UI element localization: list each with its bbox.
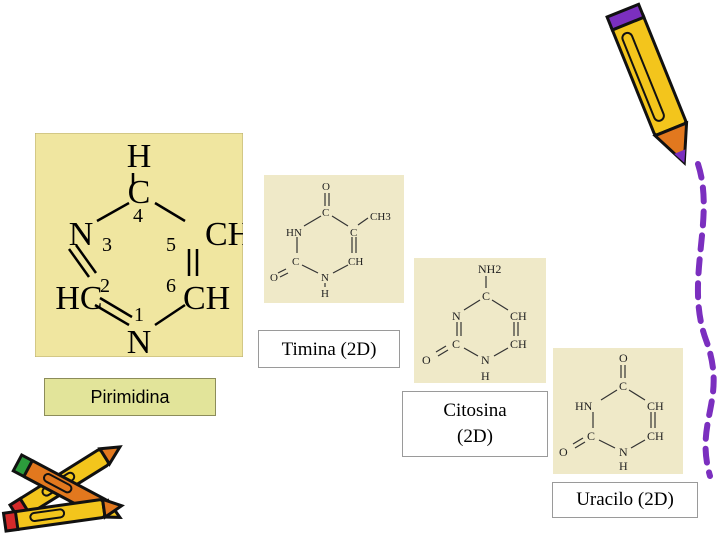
thymine-structure: O C CH3 HN C O C CH N H <box>264 175 404 303</box>
thymine-panel: O C CH3 HN C O C CH N H <box>264 175 404 303</box>
cytosine-structure: NH2 C N CH O C CH N H <box>414 258 546 383</box>
cyt-atom-o-left: O <box>422 353 431 367</box>
cyt-atom-c-top: C <box>482 289 490 303</box>
pyr-atom-ch-right-upper: CH <box>205 216 243 253</box>
dashed-trail-icon <box>694 161 717 479</box>
thy-atom-hn: HN <box>286 227 302 239</box>
uracil-label: Uracilo (2D) <box>552 482 698 518</box>
thy-atom-methyl: CH3 <box>370 211 391 223</box>
pyr-atom-n-left: N <box>69 216 94 253</box>
ura-atom-o-top: O <box>619 351 628 365</box>
pencils-cluster-icon <box>1 445 125 533</box>
cyt-atom-ch-upper: CH <box>510 309 527 323</box>
ura-atom-o-left: O <box>559 445 568 459</box>
ura-atom-c-left: C <box>587 429 595 443</box>
pyr-number-1: 1 <box>134 304 144 326</box>
cyt-atom-h-bottom: H <box>481 369 490 383</box>
thy-atom-o-left: O <box>270 272 278 284</box>
thy-atom-o-top: O <box>322 181 330 193</box>
uracil-structure: O C HN CH O C CH N H <box>553 348 683 474</box>
cytosine-panel: NH2 C N CH O C CH N H <box>414 258 546 383</box>
pyr-number-5: 5 <box>166 234 176 256</box>
thy-atom-c-right: C <box>350 227 357 239</box>
cytosine-label-line2: (2D) <box>457 426 493 447</box>
pyr-number-4: 4 <box>133 205 143 227</box>
pyr-atom-c-top: C <box>128 174 151 211</box>
thy-atom-h-bottom: H <box>321 288 329 300</box>
pyr-atom-ch-right-lower: CH <box>183 280 230 317</box>
thymine-label: Timina (2D) <box>258 330 400 368</box>
ura-atom-ch-lower: CH <box>647 429 664 443</box>
uracil-panel: O C HN CH O C CH N H <box>553 348 683 474</box>
ura-atom-h-bottom: H <box>619 459 628 473</box>
cyt-atom-nh2: NH2 <box>478 262 501 276</box>
pyrimidine-label: Pirimidina <box>44 378 216 416</box>
pyrimidine-panel: H C N CH HC CH N 1 2 3 4 5 6 <box>34 132 252 361</box>
pyr-number-2: 2 <box>100 275 110 297</box>
thy-atom-n-bottom: N <box>321 272 329 284</box>
pyrimidine-structure: H C N CH HC CH N 1 2 3 4 5 6 <box>34 132 252 361</box>
thy-atom-c-top: C <box>322 207 329 219</box>
pyr-atom-n-bottom: N <box>127 324 152 357</box>
pyr-number-6: 6 <box>166 275 176 297</box>
cyt-atom-c-left: C <box>452 337 460 351</box>
pyr-atom-h: H <box>127 138 152 175</box>
cyt-atom-n-left: N <box>452 309 461 323</box>
thy-atom-ch: CH <box>348 256 363 268</box>
ura-atom-c-top: C <box>619 379 627 393</box>
ura-atom-hn: HN <box>575 399 593 413</box>
ura-atom-n-bottom: N <box>619 445 628 459</box>
cyt-atom-n-bottom: N <box>481 353 490 367</box>
cyt-atom-ch-lower: CH <box>510 337 527 351</box>
ura-atom-ch-upper: CH <box>647 399 664 413</box>
pencil-icon <box>605 2 689 166</box>
cytosine-label: Citosina (2D) <box>402 391 548 457</box>
pyr-atom-hc-left-lower: HC <box>55 280 102 317</box>
thy-atom-c-left: C <box>292 256 299 268</box>
cytosine-label-line1: Citosina <box>443 400 507 421</box>
pyr-number-3: 3 <box>102 234 112 256</box>
